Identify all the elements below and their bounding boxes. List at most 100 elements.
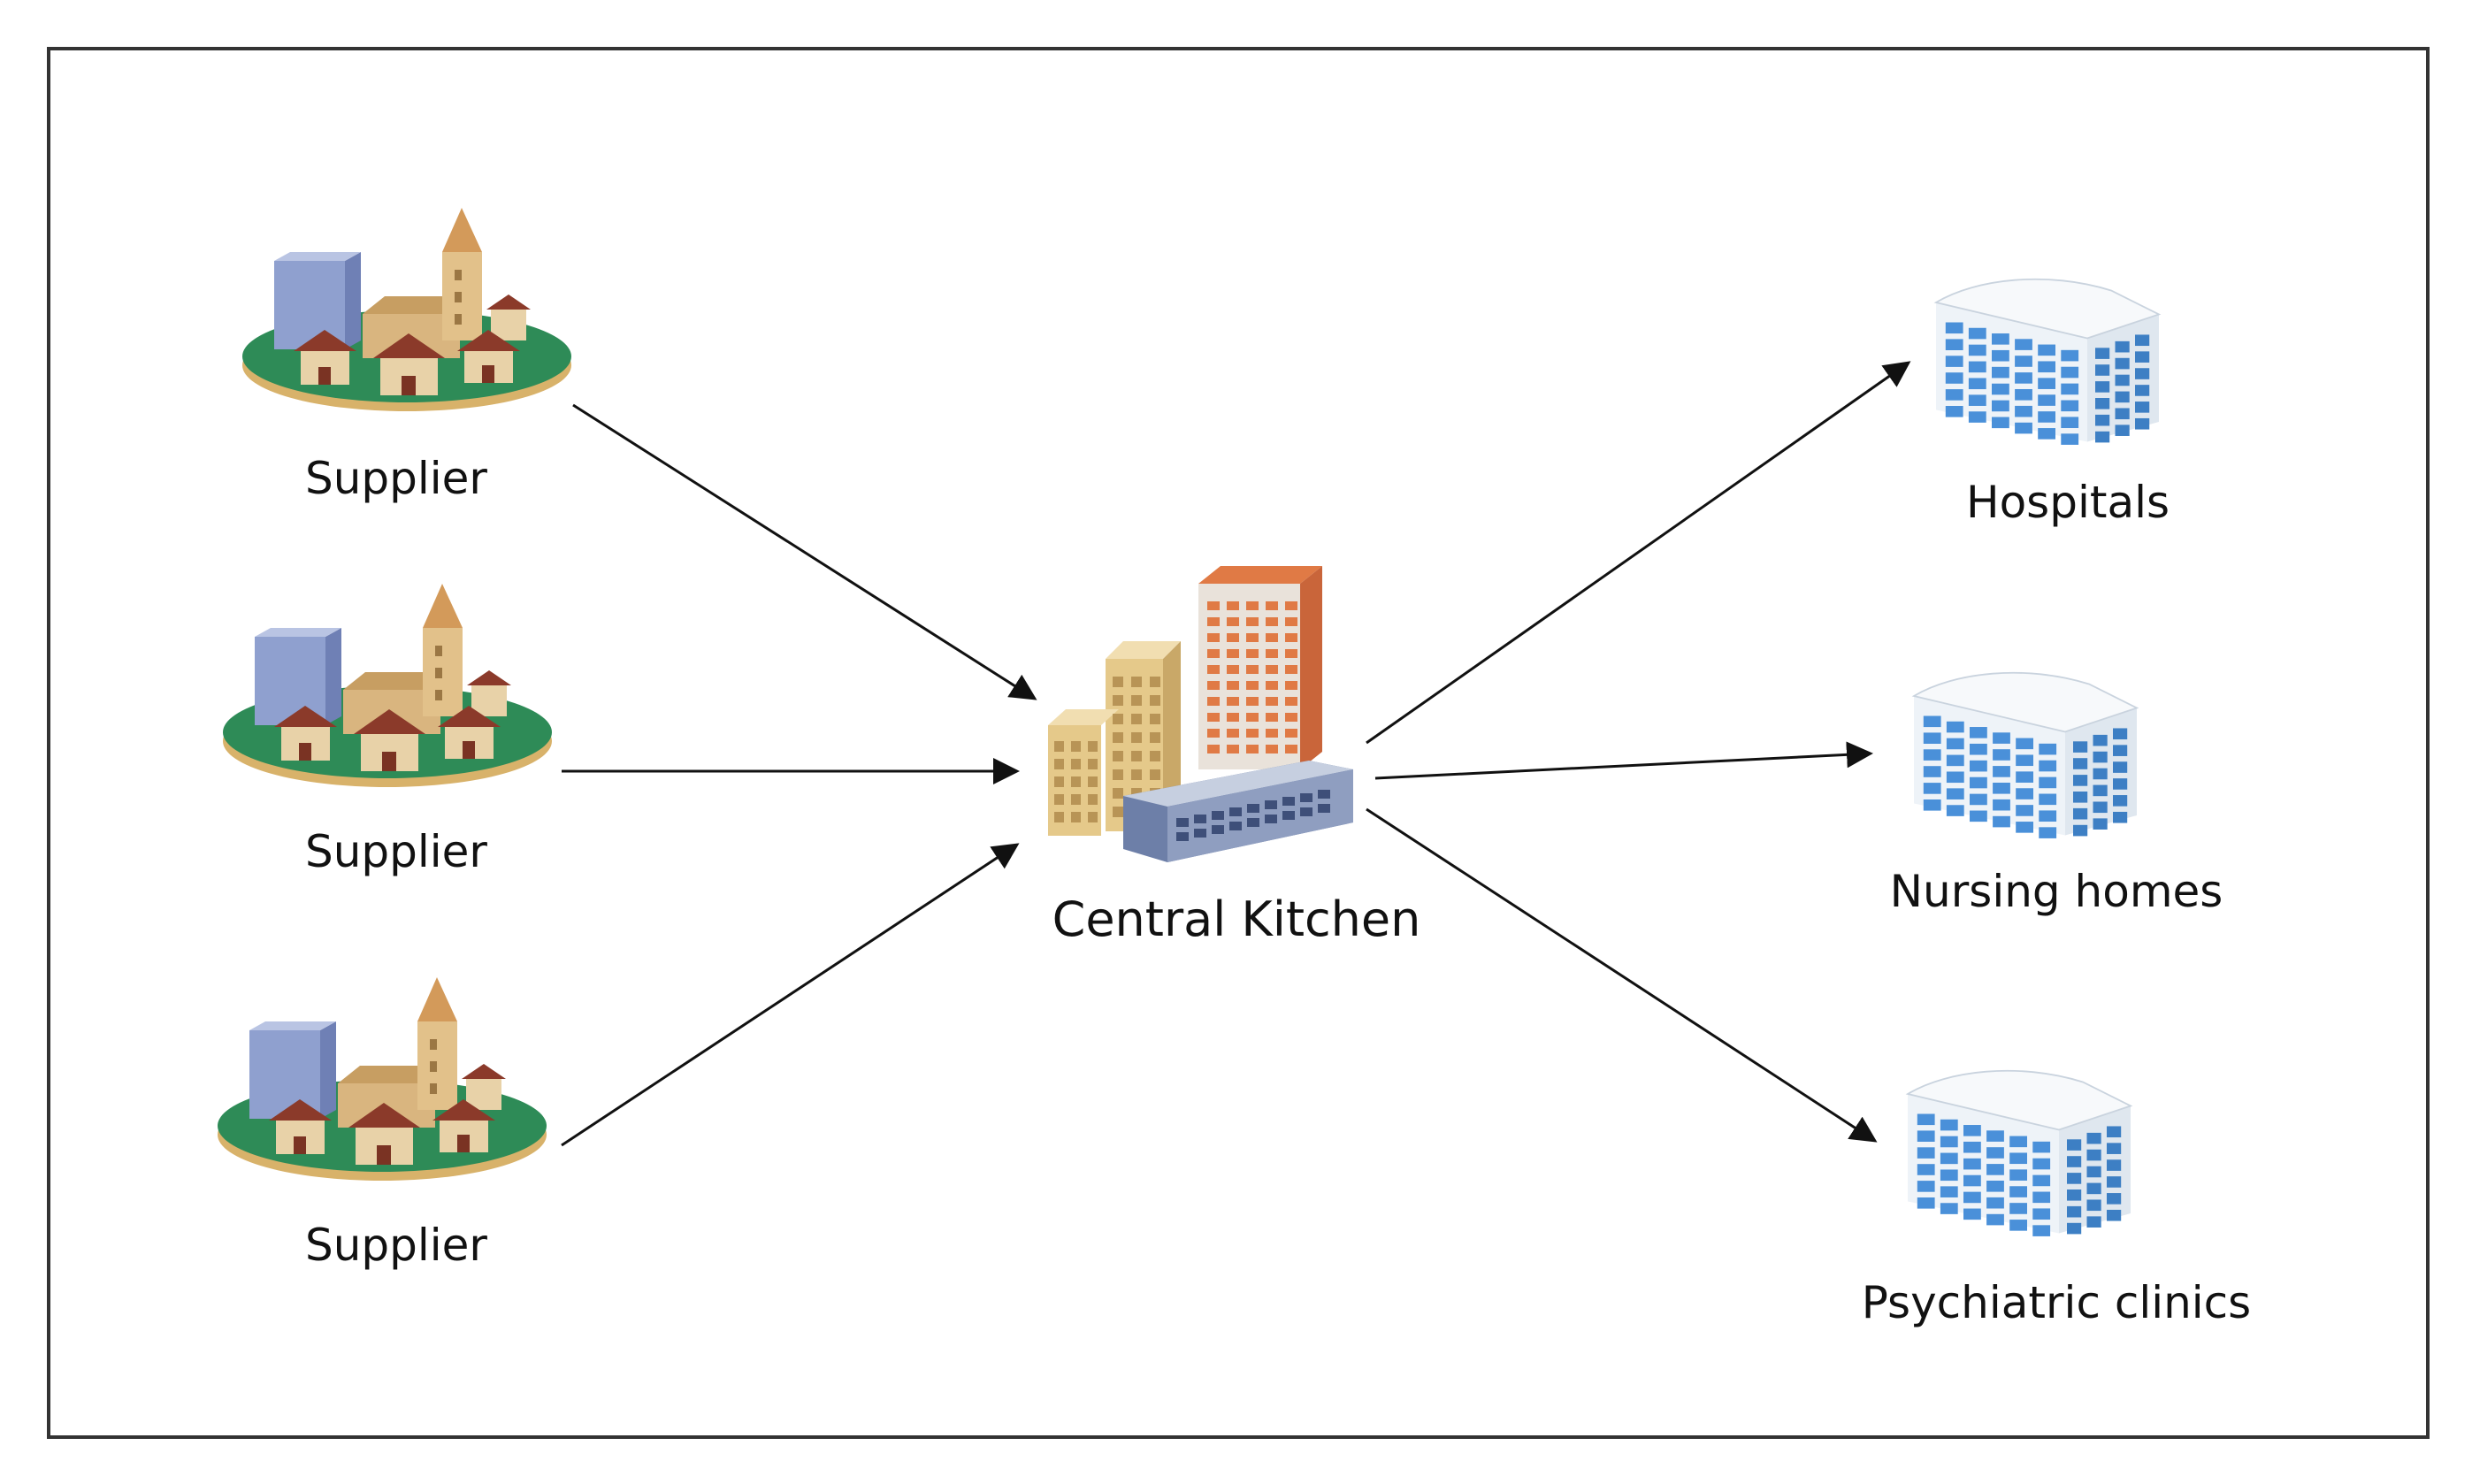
- window: [1247, 818, 1259, 827]
- arrow-supplier-1-to-hub: [572, 403, 1037, 700]
- supplier-node-1: Supplier: [242, 208, 571, 504]
- window: [1246, 617, 1259, 626]
- window: [1131, 714, 1142, 724]
- window: [1150, 769, 1160, 780]
- window: [1229, 807, 1242, 816]
- window: [1285, 697, 1297, 706]
- window: [1300, 793, 1313, 802]
- window: [1265, 800, 1277, 809]
- supplier-label: Supplier: [305, 453, 487, 504]
- supplier-label: Supplier: [305, 1220, 487, 1271]
- window: [1113, 751, 1123, 761]
- window: [1282, 797, 1295, 806]
- window: [1071, 776, 1081, 787]
- window: [1246, 713, 1259, 722]
- window: [1266, 745, 1278, 753]
- window: [1054, 759, 1064, 769]
- window: [1246, 649, 1259, 658]
- town-icon: [242, 208, 571, 411]
- window: [1266, 633, 1278, 642]
- window: [1266, 729, 1278, 738]
- window: [1227, 681, 1239, 690]
- window: [1266, 665, 1278, 674]
- window: [1207, 649, 1220, 658]
- window: [1071, 759, 1081, 769]
- window: [1227, 649, 1239, 658]
- window: [1054, 776, 1064, 787]
- window: [1285, 649, 1297, 658]
- window: [1227, 633, 1239, 642]
- window: [1207, 729, 1220, 738]
- window: [1227, 665, 1239, 674]
- destination-node-nursing-homes: Nursing homes: [1890, 671, 2223, 917]
- window: [1285, 729, 1297, 738]
- window: [1071, 794, 1081, 805]
- destination-label: Psychiatric clinics: [1862, 1277, 2251, 1328]
- window: [1266, 617, 1278, 626]
- window: [1113, 807, 1123, 817]
- window: [1265, 815, 1277, 823]
- window: [1229, 822, 1242, 830]
- window: [1131, 677, 1142, 687]
- town-icon: [223, 584, 552, 787]
- window: [1194, 815, 1206, 823]
- supplier-node-3: Supplier: [218, 977, 547, 1271]
- window: [1113, 695, 1123, 706]
- window: [1285, 601, 1297, 610]
- office-building-icon: [1935, 278, 2160, 446]
- hub-node: Central Kitchen: [1048, 566, 1420, 947]
- destination-label: Hospitals: [1966, 477, 2170, 528]
- window: [1113, 714, 1123, 724]
- window: [1194, 829, 1206, 838]
- diagram-border: [47, 47, 2430, 1439]
- window: [1088, 794, 1098, 805]
- window: [1150, 714, 1160, 724]
- arrow-hub-to-psychiatric-clinics: [1366, 807, 1878, 1143]
- window: [1071, 741, 1081, 752]
- window: [1207, 665, 1220, 674]
- window: [1318, 790, 1330, 799]
- arrow-hub-to-nursing-homes: [1374, 741, 1873, 780]
- window: [1285, 665, 1297, 674]
- window: [1300, 807, 1313, 816]
- window: [1150, 751, 1160, 761]
- window: [1246, 681, 1259, 690]
- window: [1227, 617, 1239, 626]
- window: [1088, 759, 1098, 769]
- arrow-supplier-3-to-hub: [561, 843, 1020, 1147]
- window: [1246, 601, 1259, 610]
- window: [1054, 741, 1064, 752]
- window: [1266, 649, 1278, 658]
- hub-label: Central Kitchen: [1052, 891, 1421, 947]
- window: [1212, 811, 1224, 820]
- window: [1150, 732, 1160, 743]
- window: [1088, 776, 1098, 787]
- office-building-icon: [1907, 1069, 2131, 1237]
- window: [1150, 695, 1160, 706]
- window: [1246, 697, 1259, 706]
- window: [1266, 681, 1278, 690]
- window: [1318, 804, 1330, 813]
- office-building-icon: [1913, 671, 2138, 839]
- window: [1054, 794, 1064, 805]
- window: [1285, 713, 1297, 722]
- window: [1113, 677, 1123, 687]
- window: [1207, 633, 1220, 642]
- destination-node-psychiatric-clinics: Psychiatric clinics: [1862, 1069, 2251, 1328]
- window: [1227, 729, 1239, 738]
- window: [1285, 745, 1297, 753]
- window: [1207, 681, 1220, 690]
- window: [1247, 804, 1259, 813]
- window: [1088, 741, 1098, 752]
- window: [1113, 769, 1123, 780]
- window: [1131, 732, 1142, 743]
- window: [1227, 697, 1239, 706]
- window: [1227, 601, 1239, 610]
- window: [1285, 633, 1297, 642]
- destination-node-hospitals: Hospitals: [1935, 278, 2170, 528]
- window: [1131, 751, 1142, 761]
- window: [1285, 617, 1297, 626]
- window: [1088, 812, 1098, 822]
